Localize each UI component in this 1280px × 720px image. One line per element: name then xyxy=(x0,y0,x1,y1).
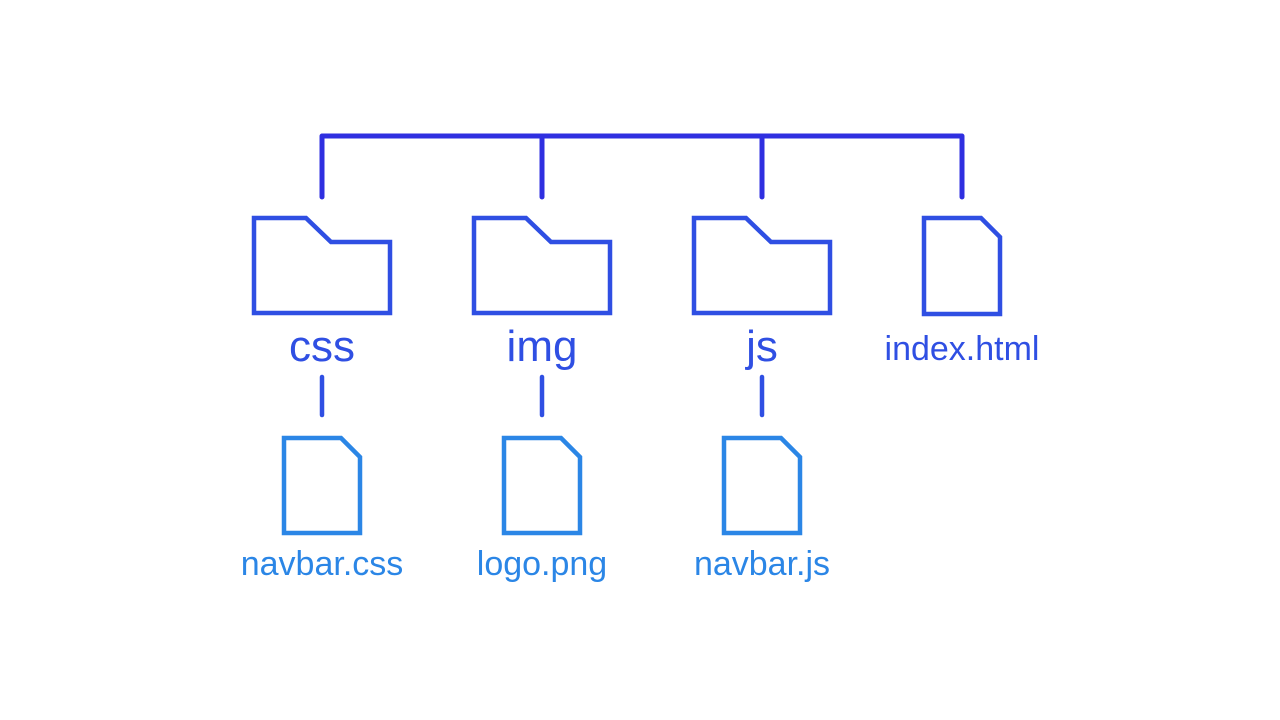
folder-icon xyxy=(471,215,613,316)
folder-label-img: img xyxy=(506,322,578,371)
file-icon xyxy=(501,435,583,536)
file-icon xyxy=(721,435,803,536)
file-label-logo-png: logo.png xyxy=(476,545,608,583)
file-icon xyxy=(281,435,363,536)
folder-icon xyxy=(691,215,833,316)
file-label-navbar-js: navbar.js xyxy=(693,545,831,583)
file-icon xyxy=(921,215,1003,317)
folder-label-js: js xyxy=(746,322,778,371)
folder-icon xyxy=(251,215,393,316)
root-connector xyxy=(319,133,965,200)
file-label-navbar-css: navbar.css xyxy=(240,545,404,583)
folder-label-css: css xyxy=(289,322,355,371)
file-label-index-html: index.html xyxy=(884,330,1040,368)
